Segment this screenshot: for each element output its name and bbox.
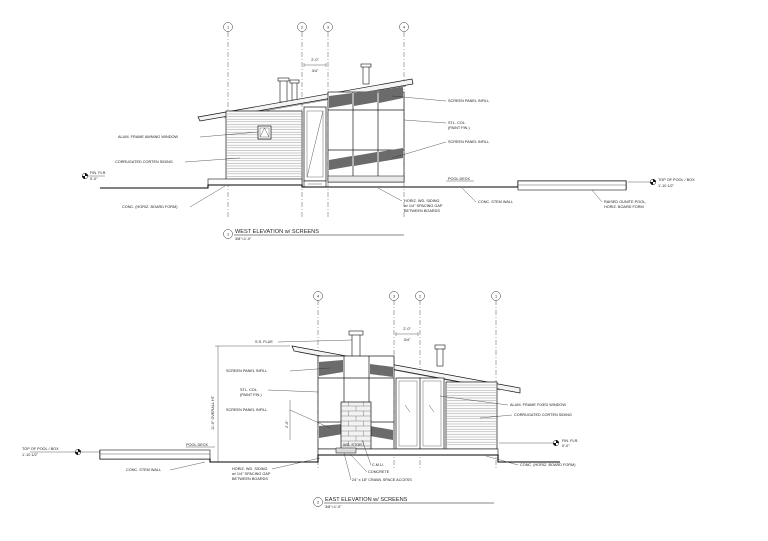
west-grid-bubble-4: 4 xyxy=(399,22,409,32)
east-label-corten: CORRUGATED CORTEN SIDING xyxy=(514,413,572,417)
east-cmu-chimney xyxy=(340,401,372,450)
svg-text:3/8"=1'-0": 3/8"=1'-0" xyxy=(235,237,252,241)
svg-text:1: 1 xyxy=(227,233,229,237)
west-screen-porch xyxy=(327,87,405,183)
east-raised-pool xyxy=(99,449,211,460)
east-label-cmu: C.M.U. xyxy=(372,463,384,467)
svg-text:w/ 1/4" SPACING GAP: w/ 1/4" SPACING GAP xyxy=(404,204,443,208)
svg-text:EAST ELEVATION w/ SCREENS: EAST ELEVATION w/ SCREENS xyxy=(325,497,408,503)
svg-text:2: 2 xyxy=(317,501,319,505)
svg-text:4: 4 xyxy=(403,26,405,30)
svg-text:2: 2 xyxy=(419,295,421,299)
east-label-crawl: 24" x 18" CRAWL SPACE ACCESS xyxy=(352,478,412,482)
east-label-conc-horiz: CONC. (HORIZ. BOARD FORM) xyxy=(520,463,576,467)
svg-text:0'-0": 0'-0" xyxy=(562,444,570,448)
east-top-pool-mark: TOP OF POOL / BOX 1'-10 1/2" xyxy=(22,447,100,457)
svg-text:1'-10 1/2": 1'-10 1/2" xyxy=(22,453,39,457)
svg-text:2'-0": 2'-0" xyxy=(285,420,289,428)
west-label-stl-col: STL. COL. xyxy=(448,121,466,125)
east-label-wd-stor: WD. STOR. xyxy=(343,443,363,447)
east-elevation: 4 3 2 1 2'-0" 3/4" 11'-0" OVERALL HT. 2'… xyxy=(22,291,578,509)
east-grid-bubble-2: 2 xyxy=(415,291,425,301)
east-grid-bubble-4: 4 xyxy=(313,291,323,301)
svg-text:3/4": 3/4" xyxy=(312,69,319,73)
svg-text:w/ 1/4" SPACING GAP: w/ 1/4" SPACING GAP xyxy=(232,472,271,476)
east-label-pool-deck: POOL DECK xyxy=(186,443,208,447)
west-title-block: 1 WEST ELEVATION w/ SCREENS 3/8"=1'-0" xyxy=(223,229,404,241)
svg-text:3/8"=1'-0": 3/8"=1'-0" xyxy=(325,505,342,509)
east-label-screen-top: SCREEN PANEL INFILL xyxy=(226,369,267,373)
west-label-stem-wall: CONC. STEM WALL xyxy=(478,200,513,204)
east-label-stl-col: STL. COL. xyxy=(240,388,258,392)
west-elevation: 1 2 3 4 2'-0" 3/4" xyxy=(81,22,695,241)
east-label-horiz-wd: HORIZ. WD. SIDING xyxy=(232,467,267,471)
east-grid-bubble-3: 3 xyxy=(389,291,399,301)
east-dim-top: 2'-0" xyxy=(403,327,411,331)
east-fixed-window xyxy=(395,377,445,450)
east-title-block: 2 EAST ELEVATION w/ SCREENS 3/8"=1'-0" xyxy=(313,497,494,509)
west-fin-flr-mark: FIN. FLR. 0'-0" xyxy=(81,171,106,181)
west-label-awning: ALUM. FRAME AWNING WINDOW xyxy=(118,135,178,139)
west-top-pool-mark: TOP OF POOL / BOX 1'-10 1/2" xyxy=(628,178,695,188)
east-label-alum-fixed: ALUM. FRAME FIXED WINDOW xyxy=(510,403,566,407)
west-grid-bubble-2: 2 xyxy=(297,22,307,32)
svg-text:HORIZ. BOARD FORM: HORIZ. BOARD FORM xyxy=(604,205,644,209)
east-label-concrete: CONCRETE xyxy=(368,470,390,474)
east-label-screen-mid: SCREEN PANEL INFILL xyxy=(226,408,267,412)
east-fin-flr-mark: FIN. FLR. 0'-0" xyxy=(499,439,578,448)
svg-text:1'-10 1/2": 1'-10 1/2" xyxy=(658,184,675,188)
svg-text:4: 4 xyxy=(317,295,319,299)
svg-text:0'-0": 0'-0" xyxy=(90,177,98,181)
svg-text:WEST ELEVATION w/ SCREENS: WEST ELEVATION w/ SCREENS xyxy=(235,229,319,235)
svg-text:3: 3 xyxy=(327,26,329,30)
svg-text:1: 1 xyxy=(227,26,229,30)
east-dim-height: 11'-0" OVERALL HT. xyxy=(211,395,215,430)
svg-text:2: 2 xyxy=(301,26,303,30)
svg-text:TOP OF POOL / BOX: TOP OF POOL / BOX xyxy=(22,447,59,451)
west-grid-bubble-1: 1 xyxy=(223,22,233,32)
west-label-screen-mid: SCREEN PANEL INFILL xyxy=(448,140,489,144)
svg-text:(PAINT FIN.): (PAINT FIN.) xyxy=(448,126,470,130)
east-corten-wall xyxy=(445,381,498,450)
west-dim-top: 2'-0" xyxy=(311,58,319,62)
west-raised-pool xyxy=(517,180,627,191)
west-label-horiz-wd: HORIZ. WD. SIDING xyxy=(404,199,439,203)
west-awning-window xyxy=(257,125,272,140)
svg-text:1: 1 xyxy=(495,295,497,299)
west-label-screen-top: SCREEN PANEL INFILL xyxy=(448,99,489,103)
west-grid-bubble-3: 3 xyxy=(323,22,333,32)
svg-text:BETWEEN BOARDS: BETWEEN BOARDS xyxy=(232,477,268,481)
svg-text:FIN. FLR.: FIN. FLR. xyxy=(90,171,106,175)
west-label-corten: CORRUGATED CORTEN SIDING xyxy=(115,160,173,164)
west-label-pool-deck: POOL DECK xyxy=(448,177,470,181)
east-grid-bubble-1: 1 xyxy=(491,291,501,301)
svg-text:FIN. FLR.: FIN. FLR. xyxy=(562,439,578,443)
svg-text:(PAINT FIN.): (PAINT FIN.) xyxy=(240,393,262,397)
east-label-ss-flue: S.S. FLUE xyxy=(255,340,273,344)
svg-text:3: 3 xyxy=(393,295,395,299)
west-label-gunite: RAISED GUNITE POOL, xyxy=(604,200,646,204)
svg-text:3/4": 3/4" xyxy=(404,338,411,342)
east-label-stem-wall: CONC. STEM WALL xyxy=(126,468,161,472)
svg-text:TOP OF POOL / BOX: TOP OF POOL / BOX xyxy=(658,178,695,182)
west-label-conc-horiz: CONC. (HORIZ. BOARD FORM) xyxy=(122,205,178,209)
svg-text:BETWEEN BOARDS: BETWEEN BOARDS xyxy=(404,209,440,213)
